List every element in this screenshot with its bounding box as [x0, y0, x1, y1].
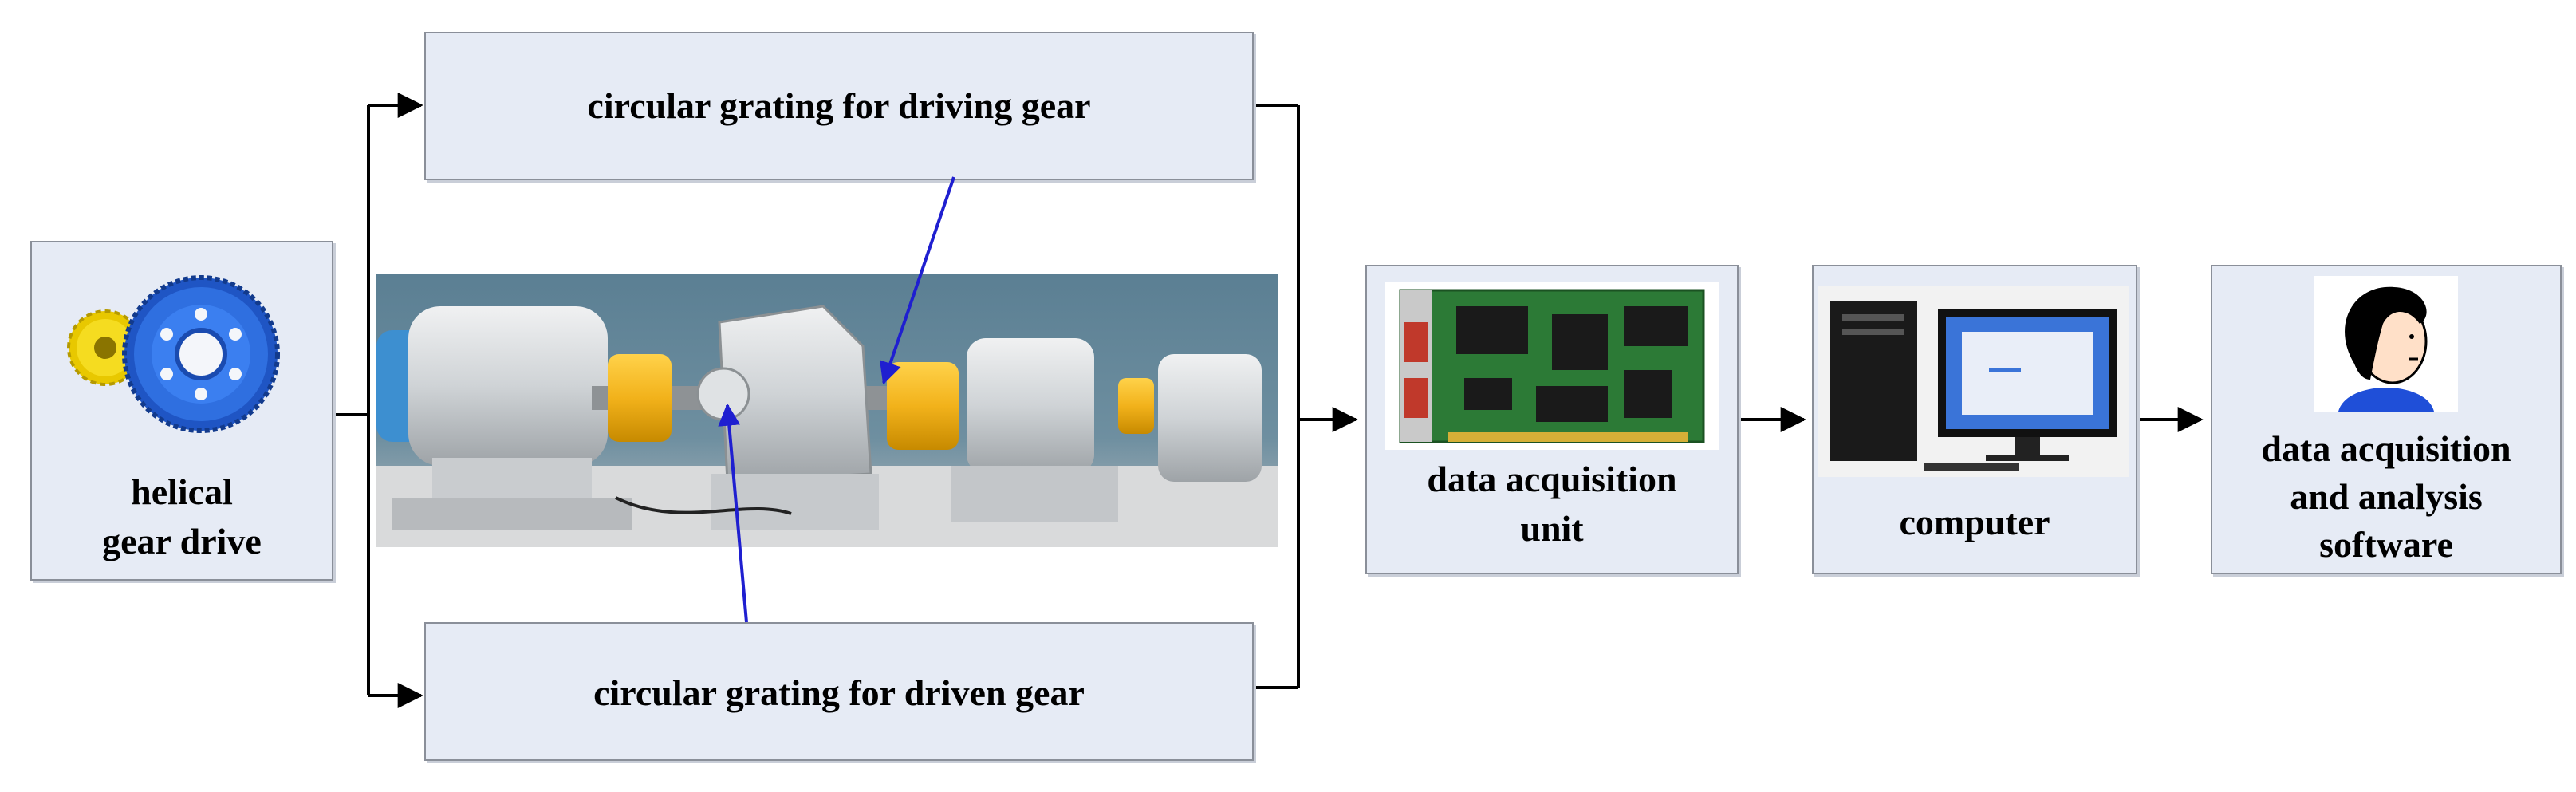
grating-driven-label: circular grating for driven gear: [593, 672, 1085, 713]
software-box: data acquisition and analysis software: [2211, 265, 2562, 574]
grating-driven-box: circular grating for driven gear: [424, 622, 1254, 761]
helical-gear-icon: [67, 275, 280, 433]
hair: [2345, 286, 2427, 380]
test-rig-photo: [376, 274, 1278, 547]
software-label-line3: software: [2319, 524, 2453, 565]
shoulders: [2338, 388, 2434, 412]
tower: [1830, 301, 1917, 461]
computer-box: computer: [1812, 265, 2137, 574]
computer-label: computer: [1899, 502, 2050, 542]
pointer-driving-grating: [880, 176, 955, 385]
grating-driving-box: circular grating for driving gear: [424, 32, 1254, 180]
software-label-line1: data acquisition: [2261, 428, 2511, 469]
computer-icon: [1818, 286, 2129, 477]
right-motor: [951, 338, 1262, 522]
daq-box: data acquisition unit: [1365, 265, 1739, 574]
daq-label-line1: data acquisition: [1427, 459, 1677, 499]
big-gear: [122, 275, 280, 433]
grating-driving-label: circular grating for driving gear: [587, 85, 1091, 126]
coupling-left: [608, 354, 672, 442]
coupling-mid: [887, 362, 959, 450]
cable: [615, 496, 792, 515]
daq-card-icon: [1385, 282, 1719, 450]
user-avatar-icon: [2314, 276, 2458, 412]
software-label-line2: and analysis: [2290, 476, 2483, 517]
gear-drive-label-line2: gear drive: [102, 521, 262, 561]
gear-drive-box: helical gear drive: [30, 241, 333, 581]
daq-label-line2: unit: [1520, 508, 1584, 549]
pointer-driven-grating: [718, 403, 748, 623]
left-motor: [376, 306, 632, 530]
gearbox: [696, 305, 879, 530]
gear-drive-label-line1: helical: [131, 471, 233, 512]
